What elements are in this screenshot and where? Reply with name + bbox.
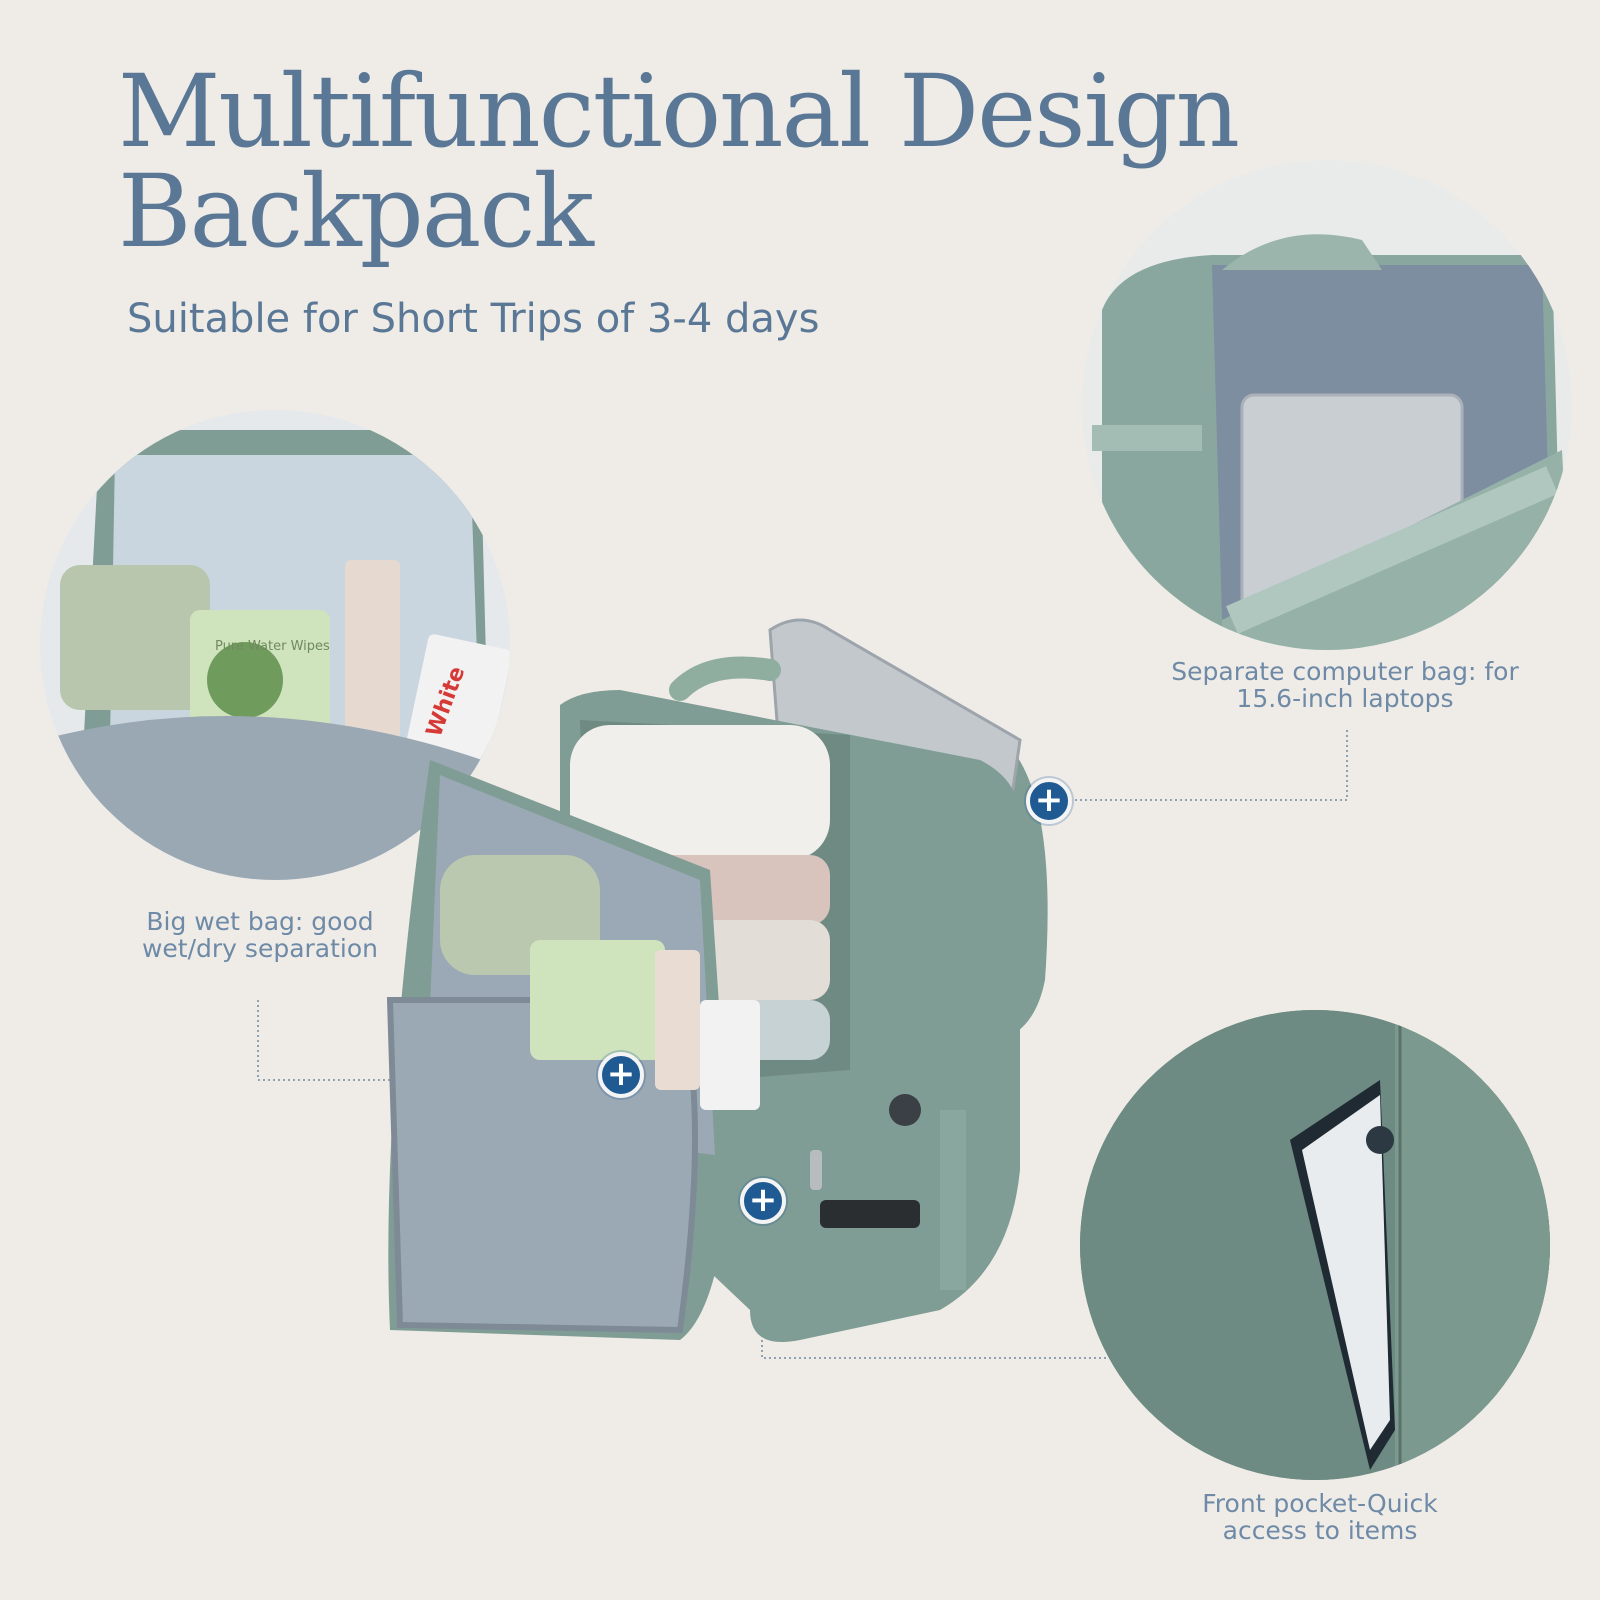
- leader-line-computer: [1070, 730, 1348, 801]
- title-line-1: Multifunctional Design: [118, 53, 1240, 170]
- wet-bag-callout: Big wet bag: good wet/dry separation: [100, 908, 420, 962]
- computer-bag-callout: Separate computer bag: for 15.6-inch lap…: [1170, 658, 1520, 712]
- wetbag-callout-line-2: wet/dry separation: [141, 934, 379, 963]
- pocket-callout-line-2: access to items: [1222, 1516, 1418, 1545]
- wipes-label: Pure Water Wipes: [215, 639, 330, 654]
- wet-bag-detail: Pure Water Wipes White: [40, 410, 510, 880]
- computer-callout-line-1: Separate computer bag: for: [1171, 657, 1519, 686]
- front-pocket-callout: Front pocket-Quick access to items: [1160, 1490, 1480, 1544]
- front-pocket-detail: [1080, 1010, 1550, 1480]
- hotspot-laptop-compartment[interactable]: +: [1026, 778, 1072, 824]
- title-line-2: Backpack: [118, 153, 594, 270]
- hotspot-front-pocket[interactable]: +: [740, 1178, 786, 1224]
- pocket-callout-line-1: Front pocket-Quick: [1202, 1489, 1438, 1518]
- subtitle: Suitable for Short Trips of 3-4 days: [127, 296, 820, 342]
- hotspot-wet-bag[interactable]: +: [598, 1052, 644, 1098]
- wetbag-callout-line-1: Big wet bag: good: [146, 907, 374, 936]
- page-title: Multifunctional Design Backpack: [118, 53, 1240, 270]
- laptop-compartment-detail: [1082, 160, 1572, 650]
- computer-callout-line-2: 15.6-inch laptops: [1236, 684, 1454, 713]
- backpack-image: [386, 618, 1048, 1342]
- leader-line-pocket: [761, 1215, 1125, 1359]
